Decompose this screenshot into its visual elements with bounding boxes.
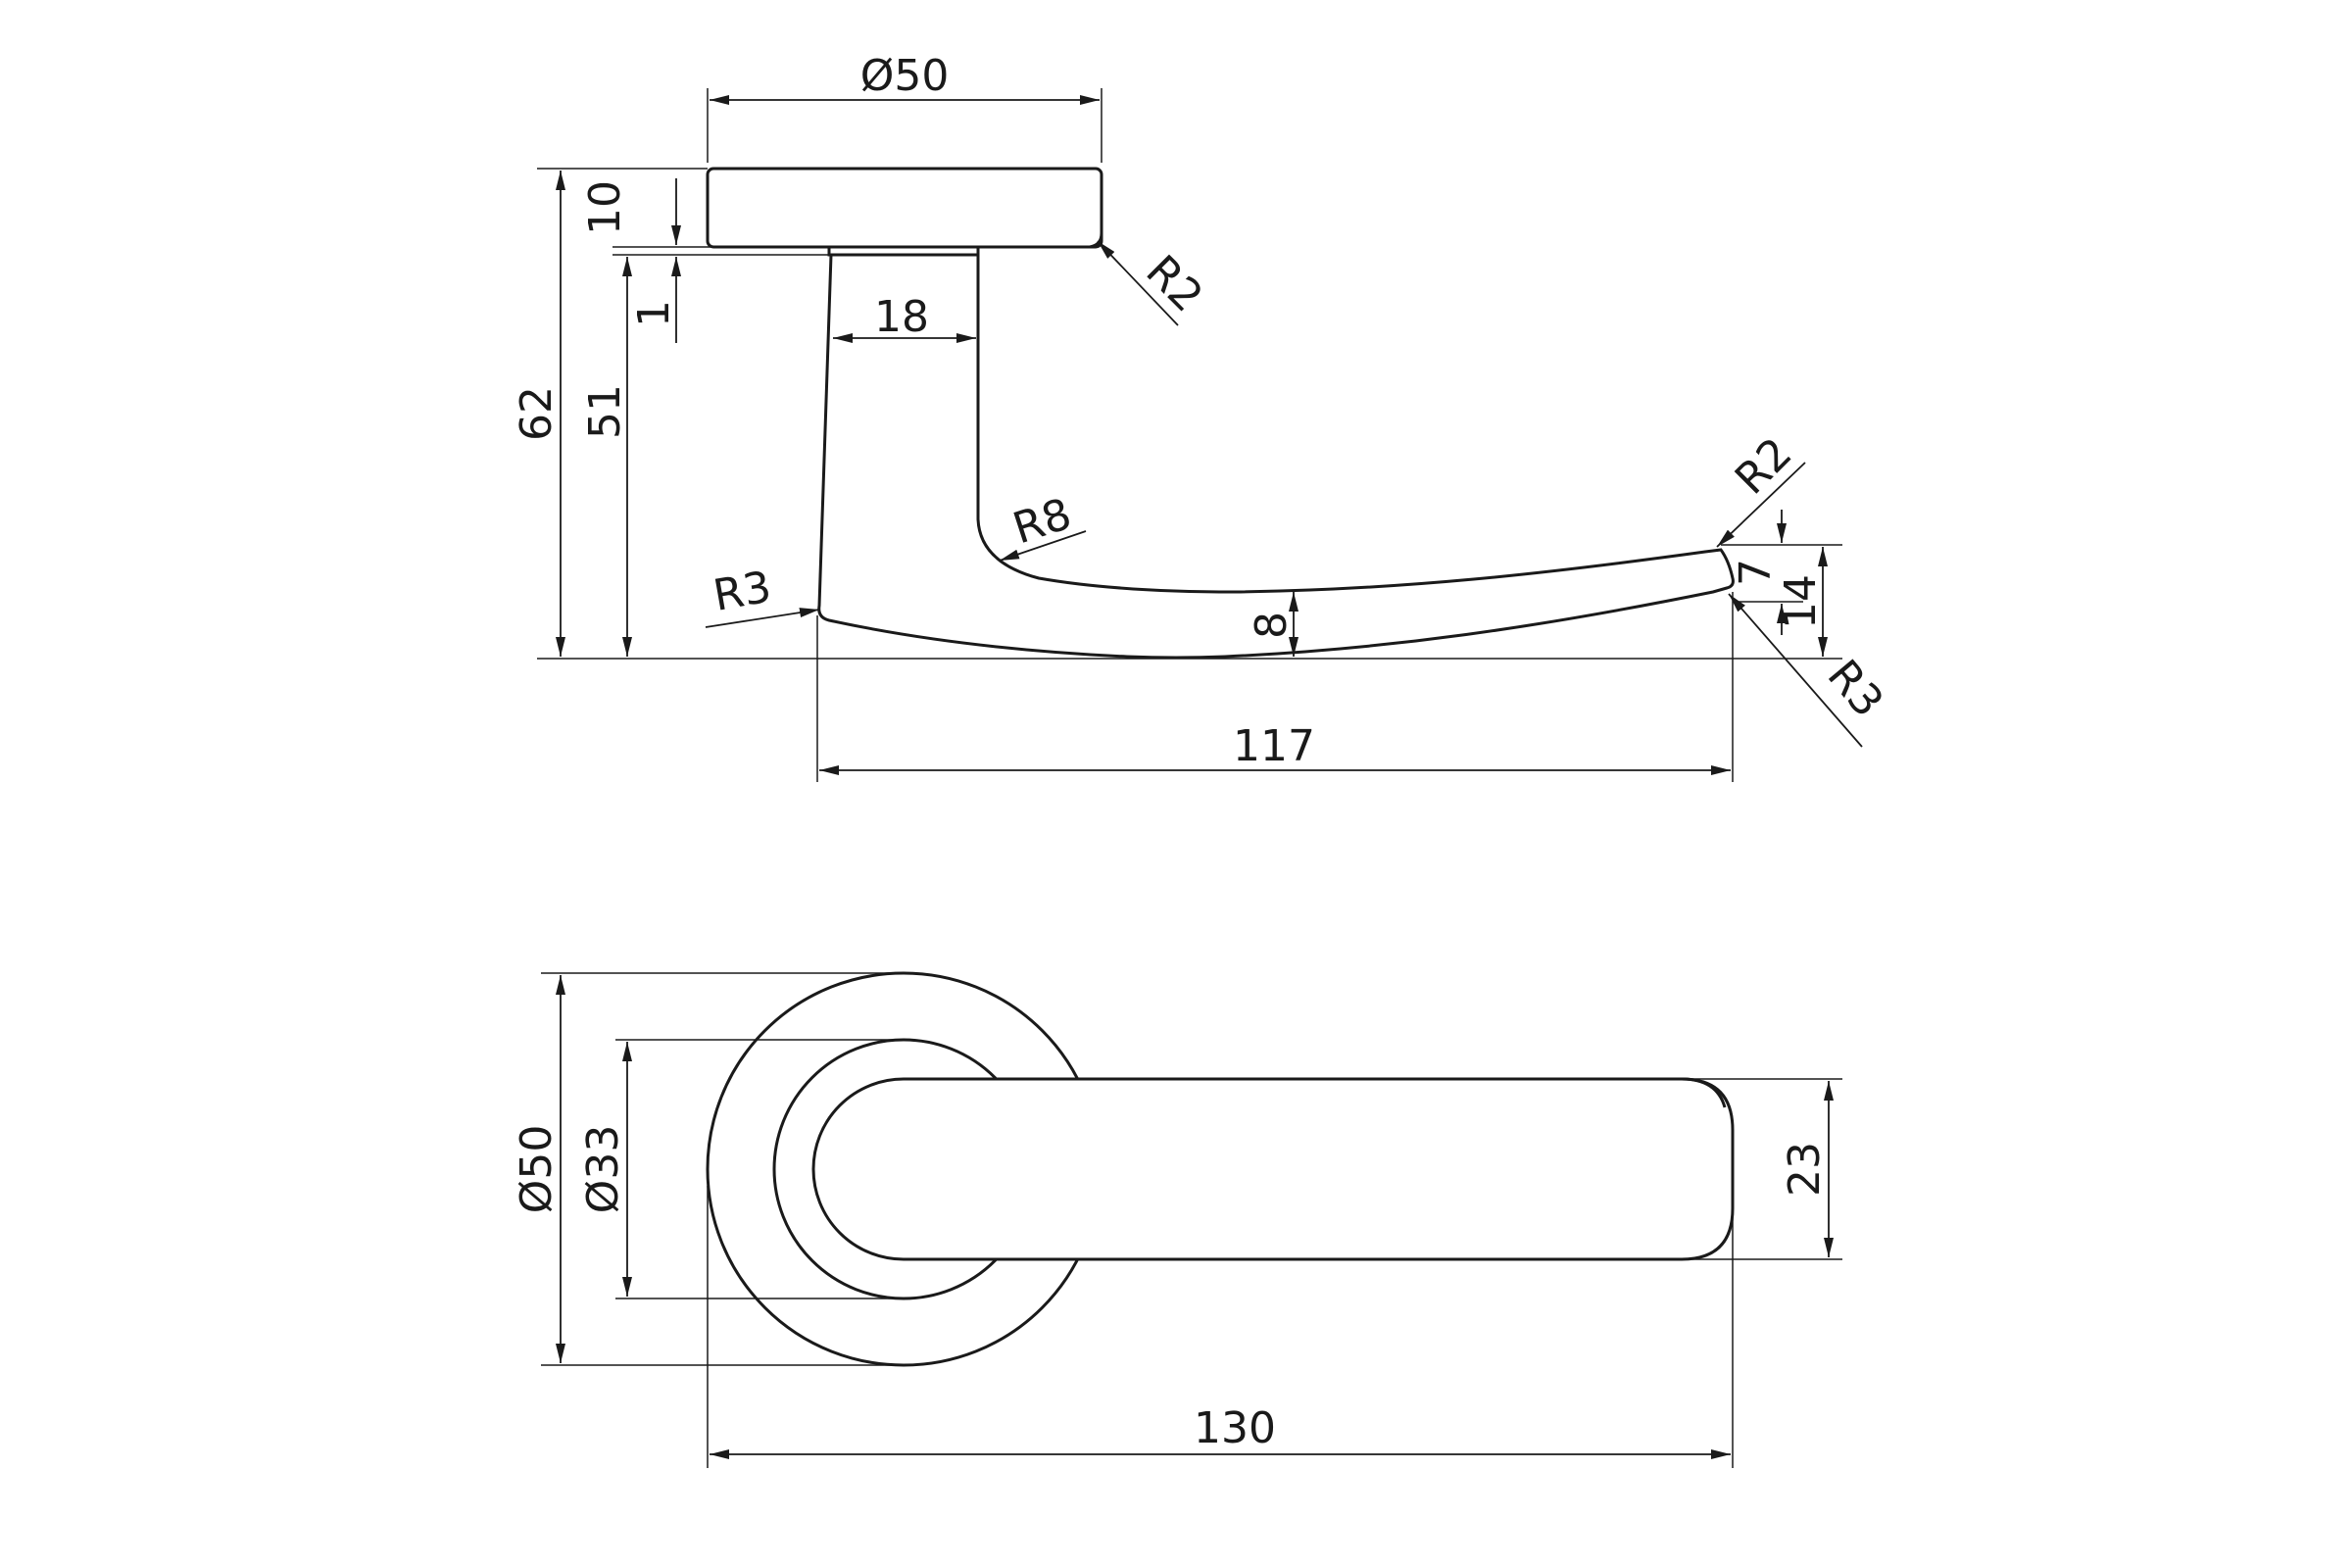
leader-tip-top-radius bbox=[1716, 462, 1806, 548]
label-neck-height: 51 bbox=[580, 384, 630, 439]
label-rose-edge-radius: R2 bbox=[1137, 246, 1212, 321]
label-overall-height: 62 bbox=[512, 386, 562, 441]
label-gap: 1 bbox=[629, 300, 679, 327]
side-lever-body bbox=[817, 253, 1735, 660]
label-rose-thickness: 10 bbox=[580, 180, 630, 235]
label-lever-width: 23 bbox=[1780, 1142, 1830, 1197]
label-tip-height: 14 bbox=[1776, 574, 1826, 629]
label-heel-radius: R3 bbox=[710, 563, 775, 621]
leader-rose-edge-radius bbox=[1097, 240, 1179, 326]
leader-heel-radius bbox=[705, 608, 820, 628]
label-lever-thickness: 8 bbox=[1247, 612, 1297, 639]
label-overall-length: 130 bbox=[1194, 1403, 1276, 1453]
leader-neck-inner-radius bbox=[999, 530, 1087, 562]
top-view-dimensions: Ø50 Ø33 23 130 bbox=[512, 972, 1842, 1468]
label-lever-projection: 117 bbox=[1233, 721, 1315, 771]
leader-tip-bottom-radius bbox=[1728, 593, 1863, 748]
label-rose-diameter: Ø50 bbox=[860, 51, 950, 101]
label-tip-bottom-radius: R3 bbox=[1818, 651, 1893, 727]
label-tip-thickness: 7 bbox=[1731, 559, 1781, 586]
side-rose bbox=[706, 167, 1103, 249]
top-view bbox=[706, 971, 1735, 1367]
label-tip-top-radius: R2 bbox=[1726, 428, 1801, 504]
top-lever bbox=[811, 1077, 1735, 1261]
label-neck-width: 18 bbox=[874, 292, 929, 342]
side-view-dimensions: Ø50 62 51 10 1 18 R2 R8 R3 8 bbox=[512, 51, 1892, 782]
label-top-rose-diameter: Ø50 bbox=[512, 1125, 562, 1214]
label-neck-inner-radius: R8 bbox=[1007, 489, 1077, 555]
side-view bbox=[706, 167, 1735, 660]
label-top-neck-diameter: Ø33 bbox=[578, 1125, 628, 1214]
